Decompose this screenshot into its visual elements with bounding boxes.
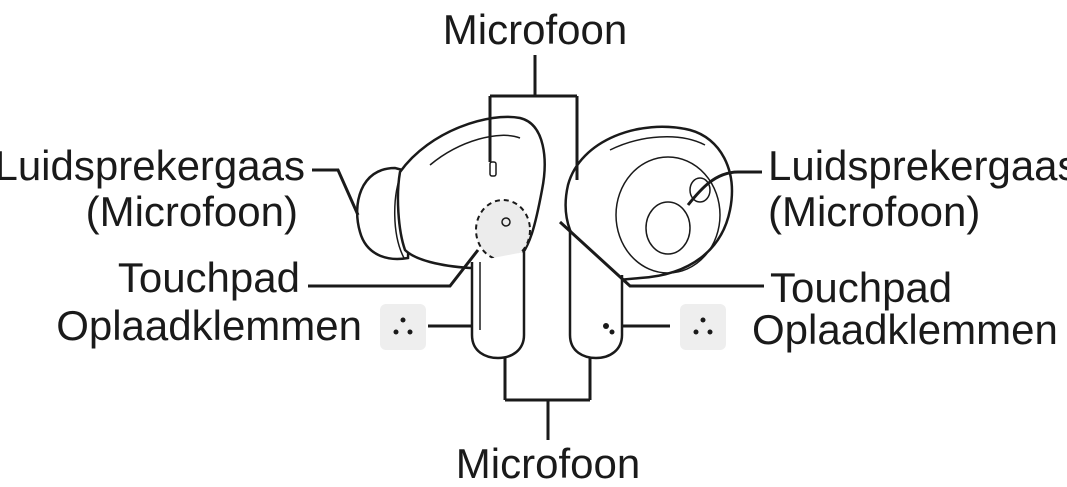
label-left-speaker-mesh-sub: (Microfoon): [86, 188, 298, 235]
right-speaker-mesh: [615, 156, 721, 274]
left-earbud-stem: [470, 252, 526, 360]
bottom-mic-leader: [503, 358, 592, 440]
left-earbud: [355, 115, 546, 360]
right-mesh-leader: [686, 170, 762, 206]
label-left-speaker-mesh: Luidsprekergaas: [0, 142, 305, 189]
left-charging-contacts-icon: [380, 304, 426, 350]
left-top-mic-hole: [489, 161, 497, 177]
label-right-touchpad: Touchpad: [770, 264, 952, 311]
label-top-microphone: Microfoon: [443, 6, 627, 53]
label-left-charging-contacts: Oplaadklemmen: [56, 302, 362, 349]
left-touchpad-area: [475, 199, 531, 261]
right-earbud-stem: [568, 232, 624, 360]
label-right-speaker-mesh-sub: (Microfoon): [768, 188, 980, 235]
top-mic-leader: [488, 55, 579, 180]
left-touchpad-leader: [308, 249, 480, 288]
left-mesh-leader: [312, 168, 360, 216]
label-bottom-microphone: Microfoon: [456, 440, 640, 487]
right-touchpad-leader: [558, 220, 764, 288]
right-charging-contacts-icon: [680, 304, 726, 350]
label-right-speaker-mesh: Luidsprekergaas: [768, 142, 1067, 189]
label-right-charging-contacts: Oplaadklemmen: [752, 306, 1058, 353]
right-earbud: [564, 125, 734, 360]
label-left-touchpad: Touchpad: [118, 254, 300, 301]
